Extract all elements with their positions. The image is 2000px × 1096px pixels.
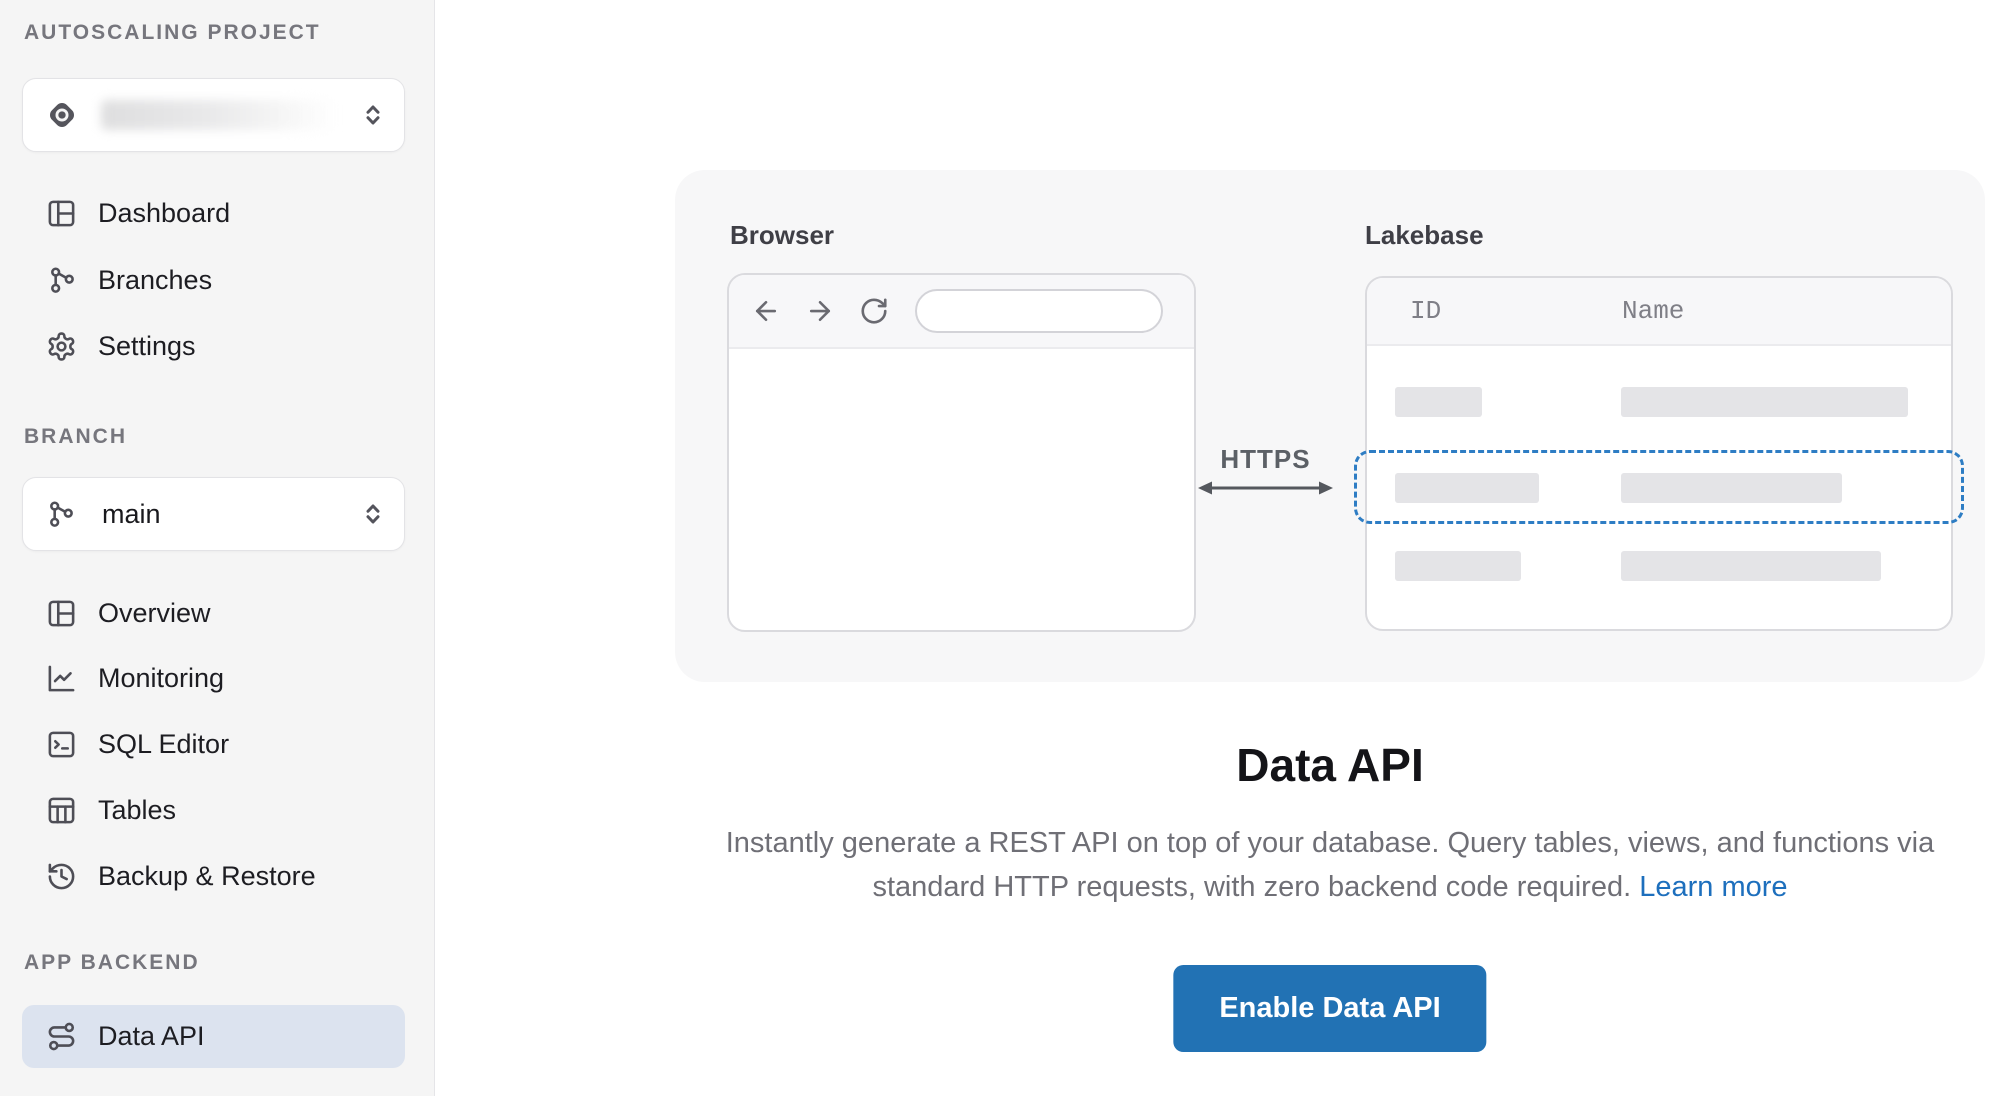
placeholder-cell [1395,473,1539,503]
sidebar-item-data-api[interactable]: Data API [22,1005,405,1068]
sidebar-item-tables[interactable]: Tables [22,779,405,841]
sidebar-item-label: SQL Editor [98,728,230,759]
table-icon [46,795,77,826]
terminal-icon [46,729,77,760]
table-header-row: ID Name [1367,278,1951,346]
sidebar-item-label: Settings [98,330,196,361]
gear-icon [46,331,77,362]
forward-arrow-icon [805,296,835,326]
dashboard-panels-icon [46,198,77,229]
sidebar-item-sql-editor[interactable]: SQL Editor [22,713,405,775]
placeholder-cell [1621,551,1881,581]
placeholder-cell [1395,551,1521,581]
sidebar-item-monitoring[interactable]: Monitoring [22,647,405,709]
project-icon [45,98,79,132]
git-branch-icon [45,499,76,530]
highlighted-row-outline [1354,450,1964,524]
git-branch-icon [46,265,77,296]
url-bar-mock [915,289,1163,333]
project-name-blurred [101,100,337,130]
section-label-branch: BRANCH [24,425,127,448]
lakebase-figure-label: Lakebase [1365,220,1484,250]
chevron-up-down-icon [358,499,388,529]
branch-selector[interactable]: main [22,477,405,551]
chevron-up-down-icon [358,100,388,130]
page-title: Data API [1236,739,1424,791]
reload-icon [859,296,889,326]
back-arrow-icon [751,296,781,326]
double-arrow-icon [1198,481,1333,495]
sidebar-item-label: Data API [98,1021,205,1051]
sidebar-item-label: Dashboard [98,197,231,228]
sidebar-item-label: Tables [98,794,177,825]
project-selector[interactable] [22,78,405,152]
route-icon [46,1021,77,1052]
placeholder-cell [1621,473,1842,503]
description-line-2: standard HTTP requests, with zero backen… [872,871,1632,903]
section-label-app-backend: APP BACKEND [24,951,200,974]
browser-mock-toolbar [729,275,1194,349]
placeholder-cell [1395,387,1482,417]
section-label-project: AUTOSCALING PROJECT [24,21,321,44]
browser-figure-label: Browser [730,220,835,250]
history-icon [46,861,77,892]
sidebar-item-label: Branches [98,264,213,295]
sidebar-item-settings[interactable]: Settings [22,315,405,377]
sidebar: AUTOSCALING PROJECT Dashboard [0,0,435,1096]
branch-selector-value: main [102,498,161,529]
protocol-label: HTTPS [1220,444,1311,474]
sidebar-item-label: Overview [98,597,211,628]
line-chart-icon [46,663,77,694]
learn-more-link[interactable]: Learn more [1639,871,1788,903]
https-connector: HTTPS [1198,444,1333,496]
main-content: Browser Lakebase [675,0,1985,1096]
enable-data-api-button[interactable]: Enable Data API [1173,965,1487,1052]
page-description: Instantly generate a REST API on top of … [675,821,1985,909]
sidebar-item-label: Monitoring [98,662,225,693]
column-header-id: ID [1410,296,1442,326]
browser-mock-window [727,273,1196,632]
sidebar-item-backup-restore[interactable]: Backup & Restore [22,845,405,907]
lakebase-mock-table: ID Name [1354,276,1964,631]
data-api-illustration: Browser Lakebase [675,170,1985,682]
column-header-name: Name [1622,296,1685,326]
description-line-1: Instantly generate a REST API on top of … [725,827,1935,859]
sidebar-item-branches[interactable]: Branches [22,249,405,311]
placeholder-cell [1621,387,1908,417]
panels-icon [46,598,77,629]
sidebar-item-overview[interactable]: Overview [22,582,405,644]
sidebar-item-dashboard[interactable]: Dashboard [22,182,405,244]
sidebar-item-label: Backup & Restore [98,860,316,891]
